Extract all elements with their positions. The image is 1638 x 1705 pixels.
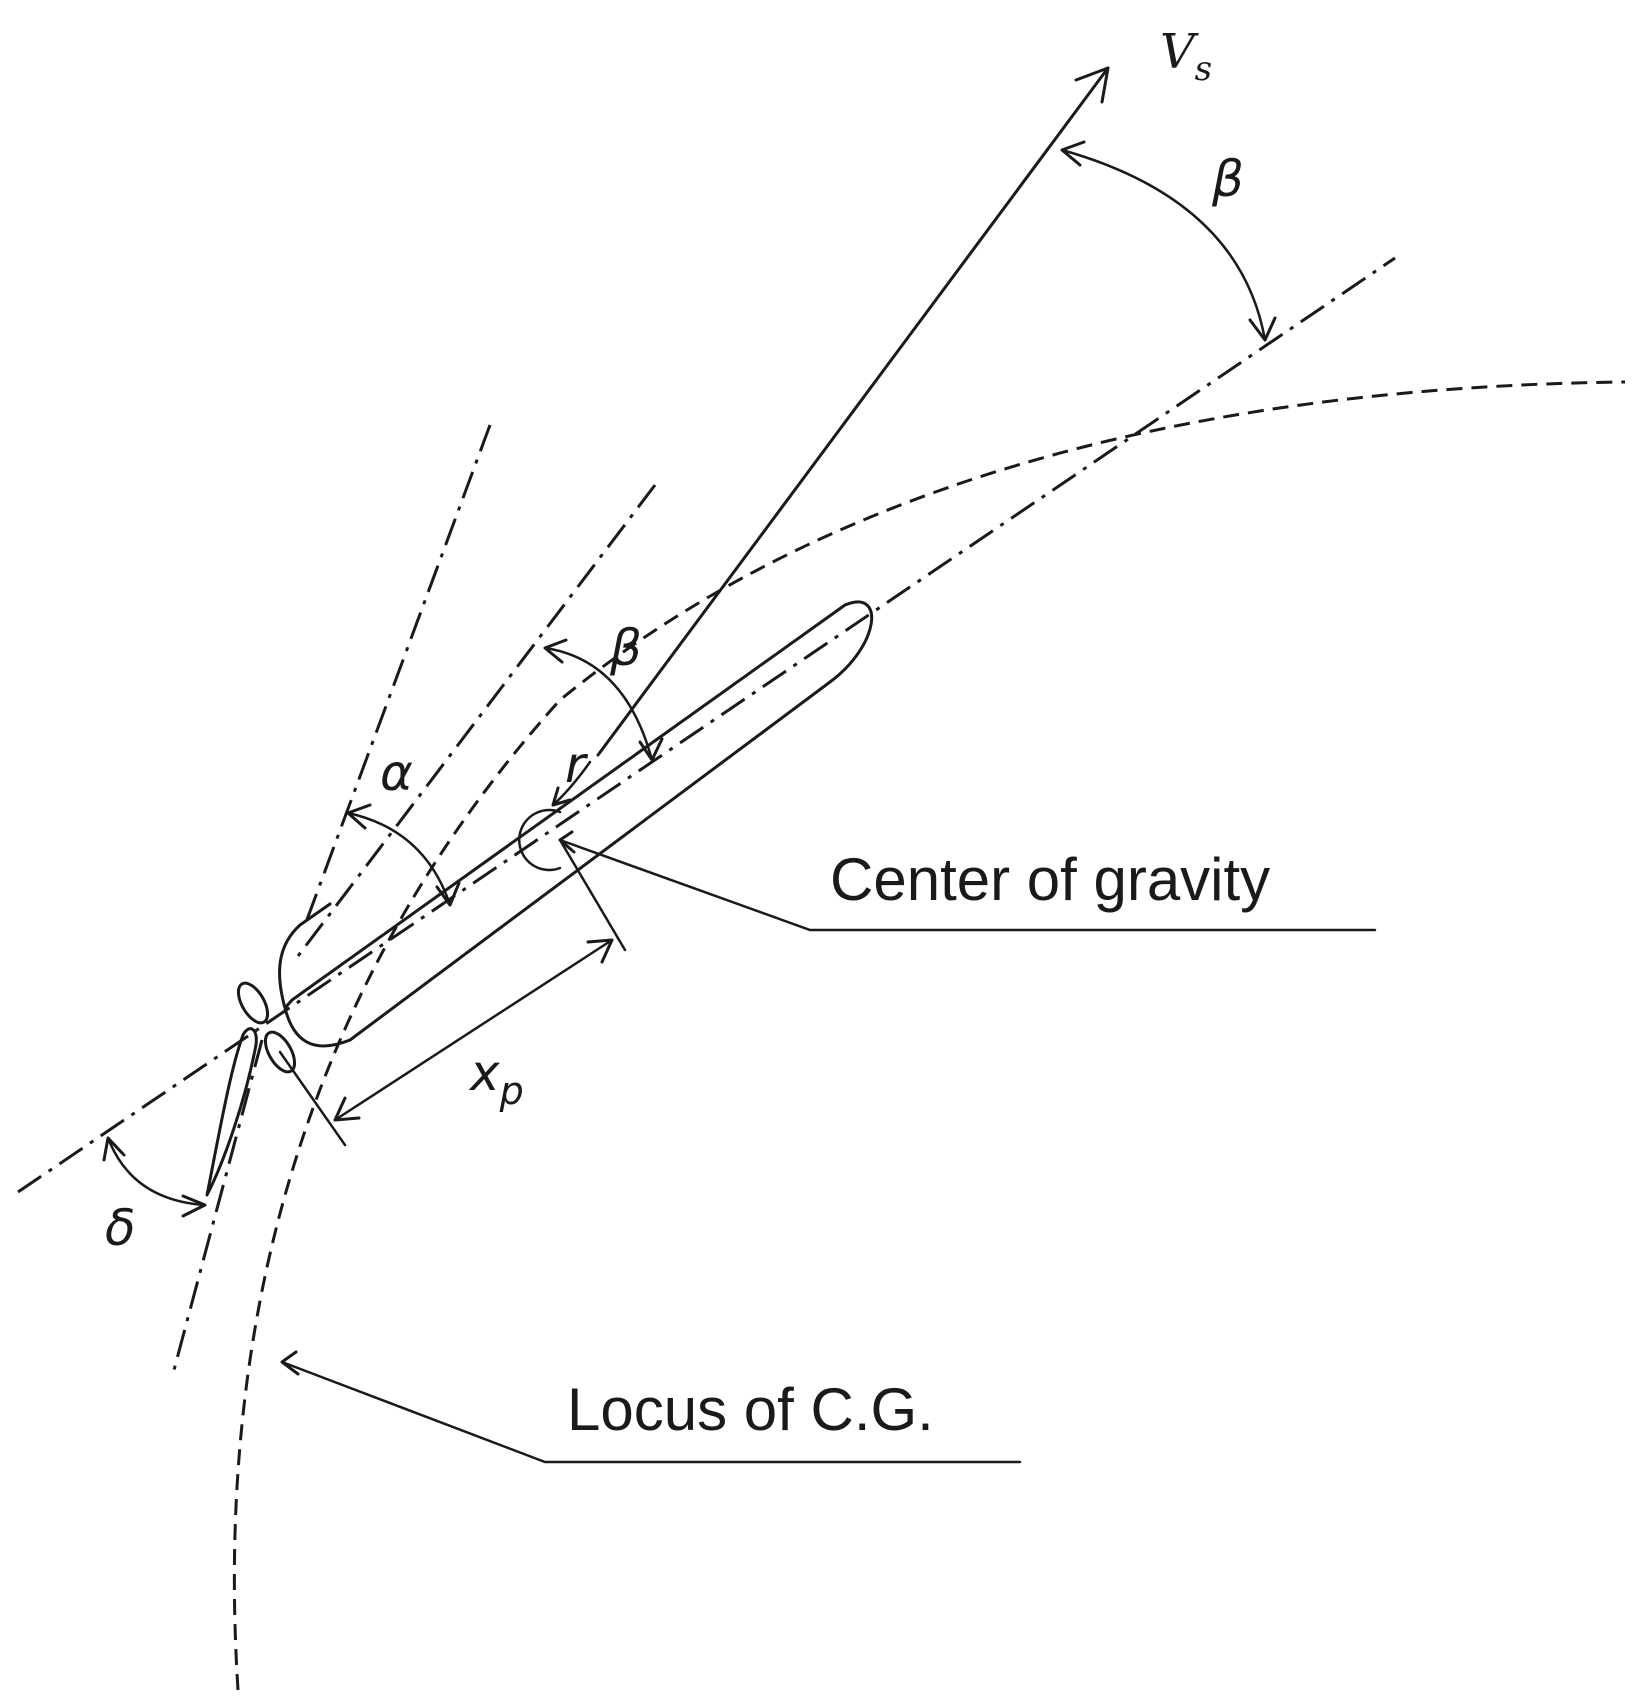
yaw-rate-arrow xyxy=(551,760,592,807)
beta-arc-mid-arrowhead-start xyxy=(543,638,568,664)
xp-arrowhead-cg xyxy=(586,938,614,964)
delta-arc-arrowhead-start xyxy=(102,1136,126,1162)
alpha-label: α xyxy=(380,744,413,802)
beta-label-mid: β xyxy=(609,619,642,677)
beta-arc-top-arrowhead-end xyxy=(1248,316,1277,342)
beta-arc-top xyxy=(1060,148,1267,342)
delta-arc-arrowhead-end xyxy=(181,1194,207,1218)
beta-label-top: β xyxy=(1211,150,1244,208)
beta-arc-mid-arrowhead-end xyxy=(638,737,664,762)
ship-hull xyxy=(283,600,874,1048)
xp-extension-line-cg xyxy=(558,838,627,952)
locus-leader-line xyxy=(280,1360,1022,1464)
yaw-rate-arrowhead xyxy=(551,786,572,807)
velocity-vector-line xyxy=(596,66,1110,757)
xp-extension-line-prop xyxy=(278,1050,347,1147)
velocity-arrowhead xyxy=(1074,66,1110,104)
alpha-arc-arrowhead-end xyxy=(435,881,461,907)
cg-leader-line xyxy=(558,838,1377,932)
ship-heading-line xyxy=(17,256,1396,1194)
yaw-rate-label: r xyxy=(565,736,589,794)
xp-arrowhead-prop xyxy=(333,1096,361,1122)
cg-circle xyxy=(517,808,562,872)
locus-leader-arrowhead xyxy=(280,1350,300,1376)
reference-line-mid xyxy=(293,484,657,961)
velocity-symbol: Vs xyxy=(1160,24,1212,89)
xp-dimension-line xyxy=(333,938,614,1122)
alpha-arc xyxy=(346,811,452,907)
cg-locus-curve xyxy=(232,380,1626,1691)
alpha-arc-arrowhead-start xyxy=(346,803,372,830)
beta-arc-top-arrowhead-start xyxy=(1060,140,1086,167)
reference-line-left xyxy=(303,424,492,926)
ship-stern xyxy=(278,902,332,1010)
beta-arc-mid xyxy=(543,646,654,762)
rudder-axis-line xyxy=(172,1039,264,1371)
rudder xyxy=(205,1027,258,1197)
center-of-gravity-label: Center of gravity xyxy=(830,846,1270,913)
locus-of-cg-label: Locus of C.G. xyxy=(567,1376,934,1443)
propeller-blade-upper xyxy=(236,981,270,1025)
propeller-blade-lower xyxy=(263,1030,297,1074)
delta-label: δ xyxy=(105,1199,136,1257)
delta-arc xyxy=(106,1136,207,1207)
xp-label: xp xyxy=(468,1044,524,1113)
